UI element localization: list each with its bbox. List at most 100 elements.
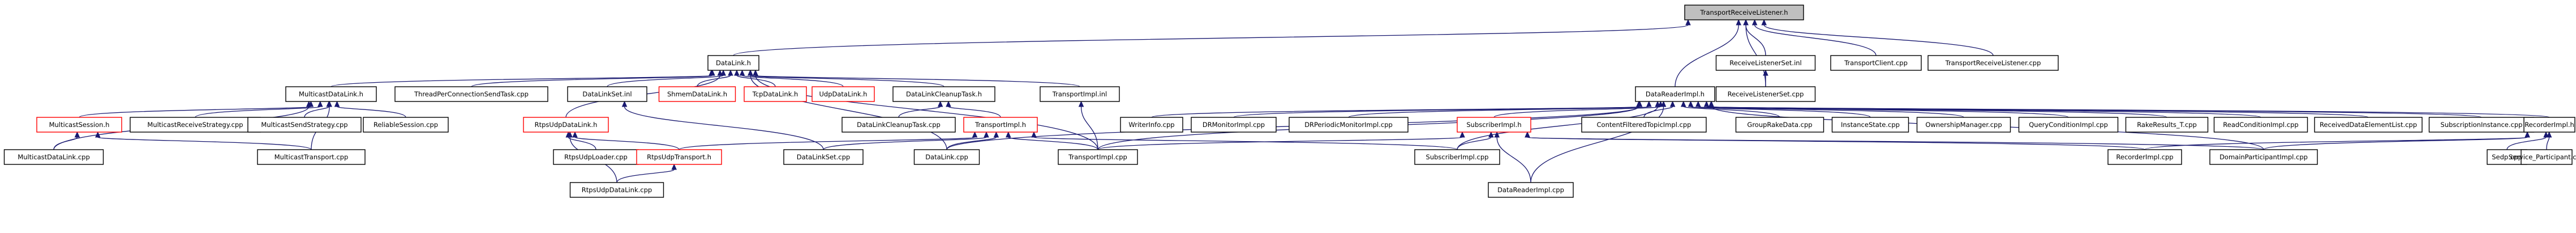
- file-node[interactable]: SubscriberImpl.h: [1457, 117, 1531, 133]
- file-node[interactable]: DRMonitorImpl.cpp: [1191, 117, 1277, 133]
- file-node[interactable]: RtpsUdpDataLink.h: [523, 117, 609, 133]
- file-node[interactable]: MulticastTransport.cpp: [257, 149, 366, 165]
- file-node[interactable]: DRPeriodicMonitorImpl.cpp: [1289, 117, 1409, 133]
- node-label: TransportImpl.inl: [1052, 90, 1107, 98]
- edge-line: [697, 75, 731, 87]
- file-node[interactable]: ReadConditionImpl.cpp: [2213, 117, 2308, 133]
- file-node[interactable]: ShmemDataLink.h: [658, 86, 736, 102]
- file-node[interactable]: UdpDataLink.h: [812, 86, 875, 102]
- file-node[interactable]: DomainParticipantImpl.cpp: [2209, 149, 2318, 165]
- node-box: [1191, 117, 1277, 133]
- file-node[interactable]: DataLinkSet.inl: [567, 86, 647, 102]
- file-node[interactable]: ReceiveListenerSet.cpp: [1715, 86, 1816, 102]
- dependency-edge: [1457, 131, 1494, 150]
- node-box: [913, 149, 980, 165]
- file-node[interactable]: ReliableSession.cpp: [363, 117, 449, 133]
- file-node[interactable]: TransportImpl.h: [963, 117, 1038, 133]
- dependency-edge: [1751, 19, 1877, 56]
- file-node[interactable]: DataLinkCleanupTask.h: [892, 86, 995, 102]
- node-box: [1040, 86, 1120, 102]
- arrowhead: [720, 69, 726, 76]
- node-label: Service_Participant.cpp: [2509, 153, 2576, 161]
- file-node[interactable]: TransportReceiveListener.cpp: [1927, 55, 2059, 71]
- node-label: TcpDataLink.h: [752, 90, 798, 98]
- dependency-edge: [1643, 100, 1676, 118]
- node-label: MulticastReceiveStrategy.cpp: [147, 121, 243, 129]
- edge-line: [948, 106, 1001, 118]
- file-node[interactable]: RtpsUdpTransport.h: [636, 149, 722, 165]
- node-box: [636, 149, 722, 165]
- file-node[interactable]: RecorderImpl.cpp: [2107, 149, 2182, 165]
- arrowhead: [1031, 131, 1037, 138]
- file-node[interactable]: SubscriberImpl.cpp: [1414, 149, 1500, 165]
- file-node[interactable]: MulticastSendStrategy.cpp: [247, 117, 362, 133]
- file-node[interactable]: WriterInfo.cpp: [1120, 117, 1183, 133]
- file-node[interactable]: MulticastReceiveStrategy.cpp: [130, 117, 261, 133]
- file-node[interactable]: DataReaderImpl.cpp: [1488, 182, 1574, 198]
- dependency-edge: [572, 131, 680, 150]
- file-node[interactable]: DataLink.h: [707, 55, 759, 71]
- file-node[interactable]: DataReaderImpl.h: [1635, 86, 1715, 102]
- arrowhead: [1695, 100, 1701, 107]
- edge-line: [946, 137, 997, 150]
- edge-line: [1711, 106, 2550, 118]
- dependency-edge: [334, 100, 406, 118]
- dependency-edge: [195, 100, 323, 118]
- file-node[interactable]: TcpDataLink.h: [744, 86, 807, 102]
- node-box: [2107, 149, 2182, 165]
- node-label: GroupRakeData.cpp: [1747, 121, 1812, 129]
- file-node[interactable]: TransportImpl.cpp: [1058, 149, 1138, 165]
- file-node[interactable]: ThreadPerConnectionSendTask.cpp: [394, 86, 548, 102]
- node-label: ContentFilteredTopicImpl.cpp: [1597, 121, 1691, 129]
- node-box: [707, 55, 759, 71]
- node-label: TransportReceiveListener.h: [1699, 9, 1788, 16]
- file-node[interactable]: MulticastDataLink.cpp: [3, 149, 104, 165]
- dependency-edge: [1688, 100, 1871, 118]
- file-node[interactable]: Service_Participant.cpp: [2509, 149, 2576, 165]
- file-node[interactable]: GroupRakeData.cpp: [1735, 117, 1824, 133]
- file-node[interactable]: Sedp.cpp: [2487, 149, 2527, 165]
- arrowhead: [1005, 131, 1011, 138]
- dependency-edge: [2144, 131, 2530, 150]
- file-node[interactable]: SubscriptionInstance.cpp: [2428, 117, 2535, 133]
- file-node[interactable]: QueryConditionImpl.cpp: [2018, 117, 2119, 133]
- file-node[interactable]: OwnershipManager.cpp: [1916, 117, 2011, 133]
- file-node[interactable]: RtpsUdpDataLink.cpp: [569, 182, 664, 198]
- file-node[interactable]: ReceiveListenerSet.inl: [1715, 55, 1816, 71]
- dependency-edge: [621, 100, 824, 150]
- file-node[interactable]: ReceivedDataElementList.cpp: [2314, 117, 2423, 133]
- node-box: [2213, 117, 2308, 133]
- node-box: [1488, 182, 1574, 198]
- file-node[interactable]: DataLinkSet.cpp: [783, 149, 864, 165]
- file-node[interactable]: TransportImpl.inl: [1040, 86, 1120, 102]
- dependency-edge: [616, 163, 677, 183]
- file-node[interactable]: TransportClient.cpp: [1830, 55, 1922, 71]
- file-node[interactable]: MulticastDataLink.h: [285, 86, 377, 102]
- dependency-edge: [823, 131, 989, 150]
- file-node[interactable]: ContentFilteredTopicImpl.cpp: [1581, 117, 1707, 133]
- node-box: [2125, 117, 2209, 133]
- dependency-edge: [733, 19, 1691, 56]
- file-node[interactable]: DataLinkCleanupTask.cpp: [842, 117, 956, 133]
- edge-line: [1683, 106, 1780, 118]
- edge-line: [616, 169, 675, 183]
- edge-line: [733, 24, 1689, 56]
- arrowhead: [946, 100, 951, 107]
- node-box: [1120, 117, 1183, 133]
- file-node[interactable]: MulticastSession.h: [36, 117, 122, 133]
- file-node[interactable]: RakeResults_T.cpp: [2125, 117, 2209, 133]
- dependency-edge: [53, 131, 80, 150]
- dependency-edge: [330, 69, 714, 87]
- arrowhead: [993, 131, 999, 138]
- node-box: [658, 86, 736, 102]
- node-box: [783, 149, 864, 165]
- file-node[interactable]: InstanceState.cpp: [1831, 117, 1909, 133]
- edge-line: [1745, 24, 1766, 56]
- node-box: [2523, 117, 2575, 133]
- file-node[interactable]: RtpsUdpLoader.cpp: [553, 149, 639, 165]
- node-label: SubscriberImpl.cpp: [1426, 153, 1489, 161]
- node-box: [2018, 117, 2119, 133]
- file-node[interactable]: RecorderImpl.h: [2523, 117, 2575, 133]
- file-node[interactable]: DataLink.cpp: [913, 149, 980, 165]
